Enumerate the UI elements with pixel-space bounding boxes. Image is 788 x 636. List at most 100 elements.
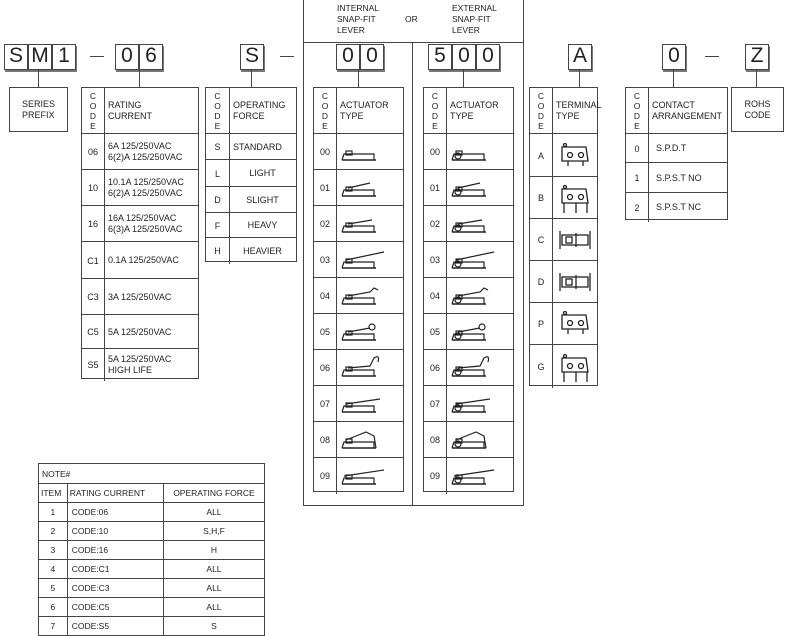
contact-code: 2 [626, 193, 649, 222]
actuator-code: 00 [424, 134, 447, 170]
force-code: F [206, 213, 230, 238]
table-row: 00 [314, 133, 403, 170]
table-row: 01 [424, 169, 513, 206]
contact-desc: S.P.D.T [656, 143, 687, 153]
force-desc: STANDARD [233, 141, 282, 152]
note-cell: CODE:10 [66, 522, 163, 540]
separator-dash [90, 56, 104, 57]
actuator-lever-icon [336, 206, 403, 242]
code-header: C O D E [314, 88, 337, 133]
contact-desc: S.P.S.T NO [656, 172, 702, 183]
table-row: 0 S.P.D.T [626, 133, 727, 163]
actuator-code: 07 [424, 386, 447, 422]
note-cell: ALL [162, 598, 264, 616]
actuator-lever-icon [336, 314, 403, 350]
connector-line [358, 69, 359, 87]
code-box-actuator_internal: 0 [360, 44, 384, 70]
actuator-lever-icon [446, 134, 513, 170]
column-header: ACTUATOR TYPE [450, 99, 499, 121]
code-header: C O D E [626, 88, 649, 133]
internal-label: INTERNAL SNAP-FIT LEVER [337, 3, 380, 35]
rating-desc: 5A 125/250VAC [108, 326, 172, 337]
table-row: D [530, 260, 597, 303]
table-row: 2 S.P.S.T NC [626, 192, 727, 222]
column-header: ACTUATOR TYPE [340, 99, 389, 121]
table-row: 06 [314, 349, 403, 386]
code-header: C O D E [530, 88, 553, 133]
contact-desc: S.P.S.T NC [656, 202, 702, 212]
connector-line [463, 69, 464, 87]
actuator-code: 05 [314, 314, 337, 350]
table-row: 07 [424, 385, 513, 422]
actuator-lever-icon [446, 422, 513, 458]
connector-line [579, 69, 580, 87]
table-row: 04 [424, 277, 513, 314]
note-cell: S,H,F [162, 522, 264, 540]
terminal-switch-icon [552, 134, 597, 177]
note-cell: 5 [50, 583, 56, 593]
terminal-code: D [530, 261, 553, 303]
table-row: 05 [424, 313, 513, 350]
note-column-header: RATING CURRENT [66, 484, 163, 502]
table-row: 02 [314, 205, 403, 242]
note-cell: 2 [50, 526, 56, 536]
terminal-code: G [530, 345, 553, 388]
rating-code: S5 [82, 349, 105, 381]
note-cell: ALL [162, 560, 264, 578]
note-cell: S [162, 617, 264, 635]
code-header: C O D E [82, 88, 105, 133]
actuator-code: 06 [424, 350, 447, 386]
table-row: 03 [314, 241, 403, 278]
terminal-switch-icon [552, 303, 597, 345]
actuator-lever-icon [336, 134, 403, 170]
note-cell: 6 [50, 602, 56, 612]
table-row: 09 [314, 457, 403, 494]
actuator-lever-icon [446, 206, 513, 242]
contact-code: 0 [626, 134, 649, 163]
external-label: EXTERNAL SNAP-FIT LEVER [452, 3, 497, 35]
code-box-rating: 6 [139, 44, 163, 70]
actuator-lever-icon [446, 314, 513, 350]
table-row: 07 [314, 385, 403, 422]
table-row: 02 [424, 205, 513, 242]
actuator-code: 04 [424, 278, 447, 314]
rating-code: C5 [82, 315, 105, 349]
note-cell: H [162, 541, 264, 559]
rating-desc: 3A 125/250VAC [108, 291, 172, 302]
rating-desc: 5A 125/250VAC HIGH LIFE [108, 354, 172, 375]
terminal-code: P [530, 303, 553, 345]
actuator-code: 03 [314, 242, 337, 278]
terminal-switch-icon [552, 177, 597, 219]
actuator-lever-icon [446, 350, 513, 386]
rating-code: 10 [82, 170, 105, 206]
force-desc: LIGHT [249, 168, 276, 178]
actuator-lever-icon [336, 350, 403, 386]
note-cell: 3 [50, 545, 56, 555]
force-code: S [206, 134, 230, 160]
rating-code: 16 [82, 206, 105, 242]
actuator-lever-icon [336, 242, 403, 278]
actuator-lever-icon [336, 278, 403, 314]
column-header: OPERATING FORCE [233, 99, 286, 121]
actuator-lever-icon [446, 278, 513, 314]
actuator-code: 01 [424, 170, 447, 206]
actuator-lever-icon [446, 458, 513, 494]
code-box-rating: 0 [115, 44, 139, 70]
